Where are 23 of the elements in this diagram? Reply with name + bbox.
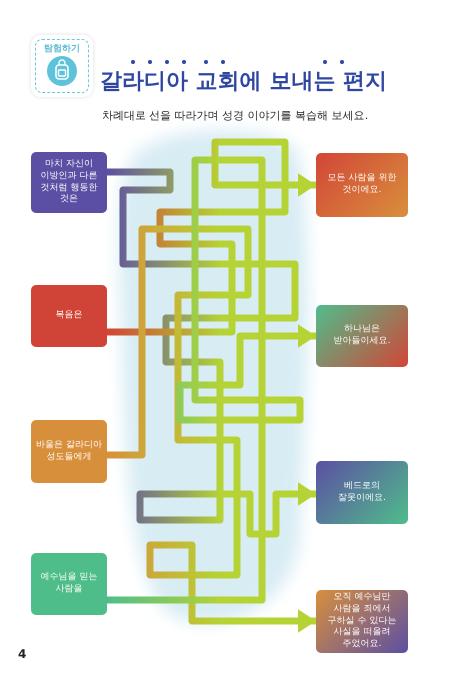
- card-text: 예수님을 믿는 사람을: [40, 572, 98, 596]
- card-text: 복음은: [56, 310, 82, 322]
- card-text: 모든 사람을 위한 것이에요.: [326, 173, 398, 197]
- answer-card: [31, 152, 107, 213]
- badge-label: 탐험하기: [43, 43, 81, 55]
- instruction-text: 차례대로 선을 따라가며 성경 이야기를 복습해 보세요.: [100, 108, 370, 123]
- answer-card: [316, 590, 408, 653]
- maze-path-arrow: [107, 156, 316, 604]
- card-text: 베드로의 잘못이에요.: [337, 480, 387, 504]
- card-text: 오직 예수님만 사람을 죄에서 구하실 수 있다는 사실을 떠올려 주었어요.: [326, 592, 398, 651]
- answer-card: [31, 553, 107, 615]
- card-text: 하나님은 받아들이세요.: [332, 324, 392, 348]
- answer-card: [316, 153, 408, 217]
- maze-path-arrow: [107, 138, 316, 336]
- card-text: 마치 자신이 이방인과 다른 것처럼 행동한 것은: [40, 159, 98, 206]
- answer-card: [316, 305, 408, 367]
- maze-path-arrow: [107, 226, 316, 633]
- answer-card: [31, 420, 107, 483]
- answer-card: [31, 285, 107, 347]
- answer-card: [316, 461, 408, 524]
- page-number: 4: [18, 647, 26, 661]
- card-text: 바울은 갈라디아 성도들에게: [35, 440, 103, 464]
- maze-path-arrow: [107, 168, 316, 538]
